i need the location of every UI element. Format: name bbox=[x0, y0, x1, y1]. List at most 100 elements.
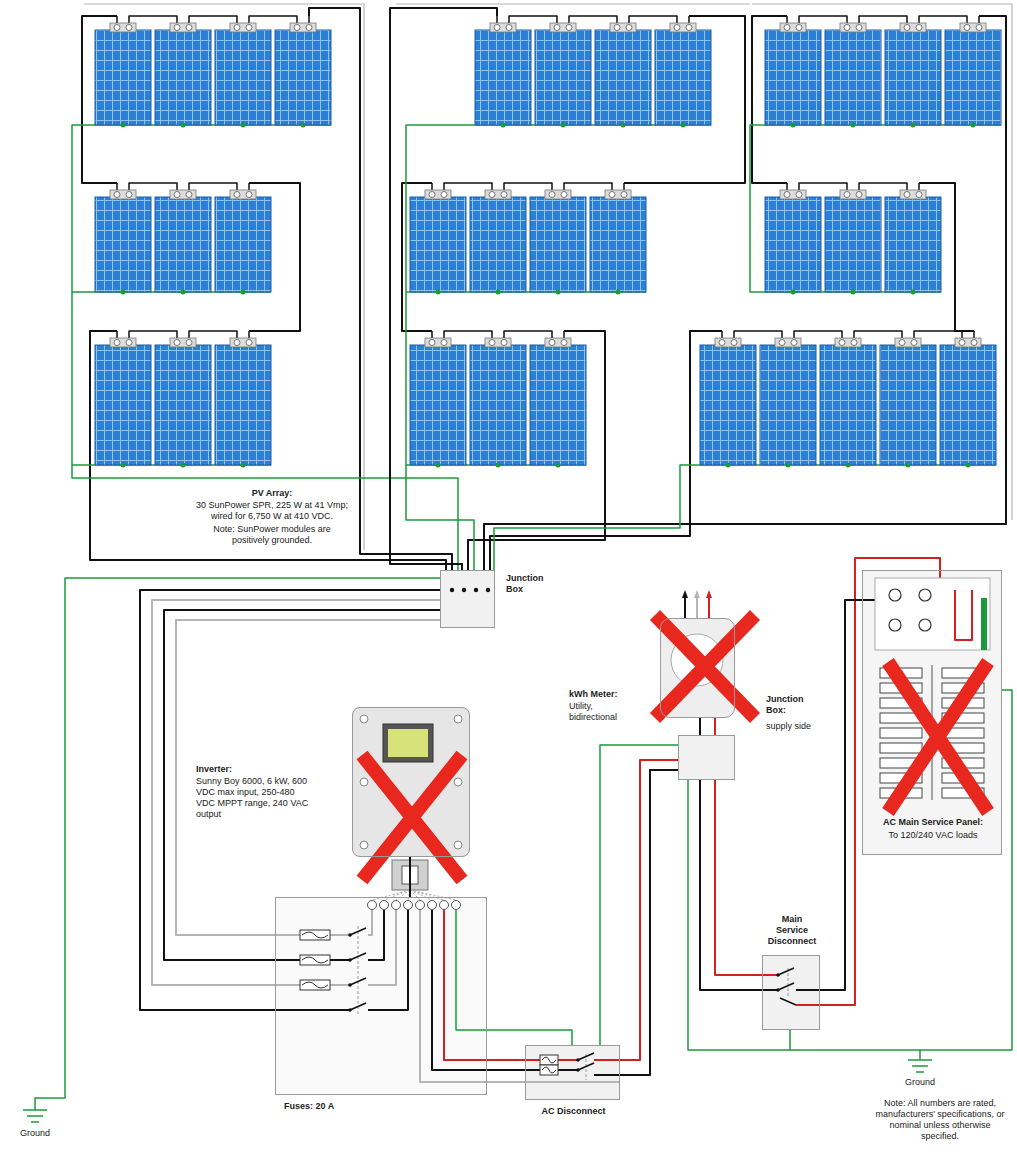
array-output-wire bbox=[309, 8, 452, 570]
module-junction-box bbox=[230, 23, 256, 32]
service-panel: AC Main Service Panel:To 120/240 VAC loa… bbox=[862, 570, 1002, 855]
component-label: Inverter: bbox=[196, 764, 346, 775]
junction-box-fill bbox=[440, 570, 495, 628]
branch-breaker bbox=[880, 728, 922, 738]
module-terminal bbox=[719, 340, 725, 346]
switch-linkage bbox=[358, 926, 359, 1014]
module-junction-box bbox=[900, 23, 926, 32]
ground-lug bbox=[501, 123, 506, 128]
dc-wire bbox=[368, 910, 384, 960]
splice-dot bbox=[462, 588, 466, 592]
module-terminal bbox=[506, 25, 512, 31]
ground-lug bbox=[911, 290, 916, 295]
array-title: PV Array: bbox=[192, 488, 352, 499]
solar-panel bbox=[590, 197, 646, 292]
ground-lug bbox=[241, 463, 246, 468]
ground-lug bbox=[436, 290, 441, 295]
module-terminal bbox=[856, 192, 862, 198]
ac-wire bbox=[796, 989, 820, 991]
dc-wire bbox=[330, 984, 350, 986]
dc-wire bbox=[330, 934, 350, 936]
module-terminal bbox=[549, 340, 555, 346]
utility-arrow bbox=[682, 590, 688, 598]
solar-panel bbox=[95, 30, 151, 125]
module-junction-box bbox=[425, 338, 451, 347]
module-terminal bbox=[626, 25, 632, 31]
ground-symbol bbox=[27, 1115, 43, 1117]
solar-panel bbox=[95, 345, 151, 465]
terminal-lead bbox=[384, 890, 410, 900]
solar-panel bbox=[215, 345, 271, 465]
branch-breaker bbox=[880, 743, 922, 753]
array-spec: 30 SunPower SPR, 225 W at 41 Vmp; wired … bbox=[192, 500, 352, 522]
splice-dot bbox=[486, 588, 490, 592]
switch-blade bbox=[350, 953, 366, 960]
string-link-wire bbox=[752, 16, 787, 183]
ground-wire bbox=[789, 1030, 791, 1050]
module-terminal bbox=[791, 340, 797, 346]
module-terminal bbox=[784, 192, 790, 198]
ground-label: Ground bbox=[10, 1128, 60, 1139]
switch-pivot bbox=[776, 973, 780, 977]
switch-blade bbox=[578, 1053, 594, 1060]
solar-panel bbox=[765, 197, 821, 292]
array-output-wire bbox=[490, 331, 722, 570]
main-breaker-area bbox=[875, 578, 990, 650]
module-terminal bbox=[554, 25, 560, 31]
fuse-symbol bbox=[540, 1055, 558, 1065]
inverter-display bbox=[388, 729, 428, 757]
module-terminal bbox=[174, 340, 180, 346]
ac-wire bbox=[525, 1059, 540, 1061]
terminal bbox=[392, 901, 401, 910]
component-label: AC Disconnect bbox=[511, 1106, 636, 1117]
ground-lug bbox=[301, 123, 306, 128]
frame-wire bbox=[752, 4, 1012, 520]
module-terminal bbox=[441, 192, 447, 198]
module-terminal bbox=[429, 340, 435, 346]
module-terminal bbox=[114, 340, 120, 346]
ground-lug bbox=[726, 463, 731, 468]
switch-linkage bbox=[788, 968, 789, 998]
dc-wire bbox=[368, 910, 372, 935]
ground-wire bbox=[72, 291, 95, 293]
ground-lug bbox=[966, 463, 971, 468]
module-terminal bbox=[126, 192, 132, 198]
solar-panel bbox=[765, 30, 821, 125]
ground-lug bbox=[561, 123, 566, 128]
ground-symbol bbox=[916, 1071, 924, 1073]
switch-pivot bbox=[348, 933, 352, 937]
ground-wire bbox=[688, 690, 1012, 1050]
mounting-screw bbox=[454, 778, 462, 786]
utility-lead bbox=[696, 596, 698, 618]
module-terminal bbox=[904, 192, 910, 198]
module-junction-box bbox=[230, 190, 256, 199]
module-terminal bbox=[489, 192, 495, 198]
splice-dot bbox=[450, 588, 454, 592]
inverter-body bbox=[352, 707, 470, 857]
meter-wire bbox=[714, 718, 716, 735]
module-terminal bbox=[971, 340, 977, 346]
solar-panel bbox=[275, 30, 331, 125]
service-panel-fill bbox=[862, 570, 1002, 855]
main-service-disconnect: Main Service Disconnect bbox=[762, 955, 820, 1030]
solar-panel bbox=[880, 345, 936, 465]
fuse-element bbox=[302, 982, 328, 988]
solar-panel bbox=[470, 345, 526, 465]
terminal-lead bbox=[372, 890, 410, 900]
switch-blade bbox=[578, 1063, 594, 1070]
module-terminal bbox=[114, 25, 120, 31]
solar-panel bbox=[655, 30, 711, 125]
ground-lug bbox=[556, 290, 561, 295]
module-junction-box bbox=[775, 338, 801, 347]
array-output-wire bbox=[390, 8, 497, 570]
fuse-element bbox=[542, 1067, 556, 1073]
module-terminal bbox=[964, 25, 970, 31]
wire-connector bbox=[140, 590, 440, 1010]
fuse-symbol bbox=[300, 980, 330, 990]
solar-panel bbox=[215, 197, 271, 292]
wire-connector bbox=[700, 780, 762, 990]
terminal bbox=[368, 901, 377, 910]
component-spec: supply side bbox=[766, 721, 826, 732]
main-lug bbox=[919, 619, 931, 631]
wire-connector bbox=[620, 770, 678, 1075]
